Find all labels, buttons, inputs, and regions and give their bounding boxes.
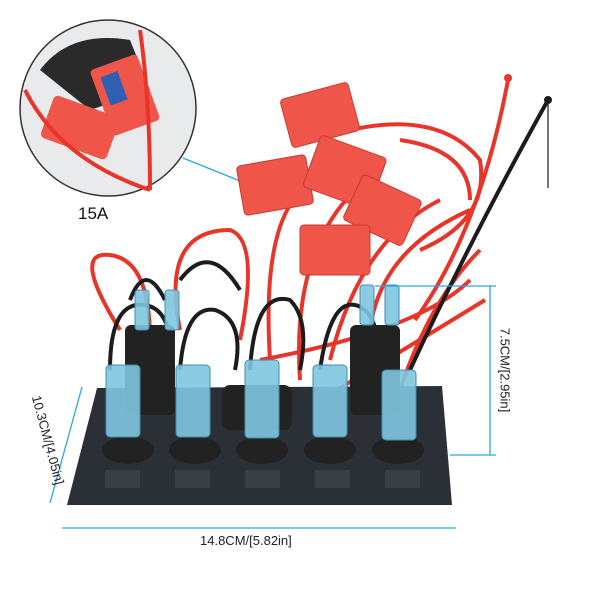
dimension-lines (49, 285, 496, 529)
red-wire-end (504, 74, 512, 82)
width-dimension-label: 14.8CM/[5.82in] (200, 533, 292, 548)
fuse-holders (236, 82, 422, 276)
fuse-detail-inset (19, 19, 197, 197)
black-wire-end (544, 96, 552, 104)
switches (102, 284, 424, 488)
height-dimension-label: 7.5CM/[2.95in] (497, 327, 513, 413)
fuse-rating-label: 15A (78, 204, 109, 223)
